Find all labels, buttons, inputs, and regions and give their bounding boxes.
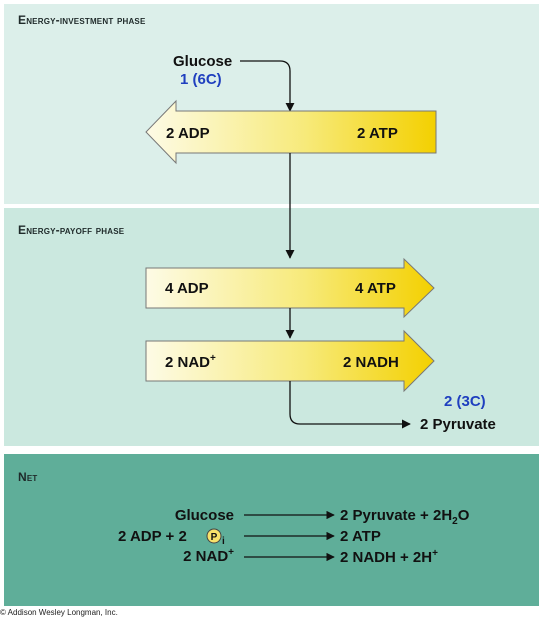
payoff-atp-label: 4 ATP	[355, 280, 396, 297]
pyruvate-flow-arrow	[289, 381, 411, 429]
net-row3-right: 2 NADH + 2H+	[340, 548, 438, 566]
net-row1-right: 2 Pyruvate + 2H2O	[340, 507, 470, 527]
phosphate-circle-icon	[206, 528, 222, 544]
net-row1-left: Glucose	[175, 507, 234, 524]
energy-investment-panel: Energy-investment phase	[4, 4, 539, 204]
payoff-arrow-atp	[145, 257, 435, 319]
copyright-notice: © Addison Wesley Longman, Inc.	[0, 608, 118, 617]
pyruvate-label: 2 Pyruvate	[420, 416, 496, 433]
payoff-adp-label: 4 ADP	[165, 280, 209, 297]
glucose-carbon-count: 1 (6C)	[180, 71, 222, 88]
net-row2-left: 2 ADP + 2	[118, 528, 187, 545]
investment-atp-label: 2 ATP	[357, 125, 398, 142]
payoff-nadh-label: 2 NADH	[343, 354, 399, 371]
glucose-flow-arrow	[240, 60, 295, 112]
net-row2-right: 2 ATP	[340, 528, 381, 545]
net-panel: Net	[4, 454, 539, 606]
payoff-arrow-nadh	[145, 329, 435, 393]
phosphate-subscript: i	[222, 536, 225, 547]
investment-adp-label: 2 ADP	[166, 125, 210, 142]
payoff-phase-title: Energy-payoff phase	[18, 223, 125, 237]
energy-payoff-panel: Energy-payoff phase	[4, 208, 539, 446]
net-row3-left: 2 NAD+	[183, 547, 234, 565]
glucose-label: Glucose	[173, 53, 232, 70]
investment-arrow	[145, 99, 437, 165]
investment-phase-title: Energy-investment phase	[18, 13, 146, 27]
net-phase-title: Net	[18, 470, 38, 484]
pyruvate-carbon-count: 2 (3C)	[444, 393, 486, 410]
phosphate-symbol: P	[211, 532, 218, 543]
payoff-nad-label: 2 NAD+	[165, 353, 216, 371]
